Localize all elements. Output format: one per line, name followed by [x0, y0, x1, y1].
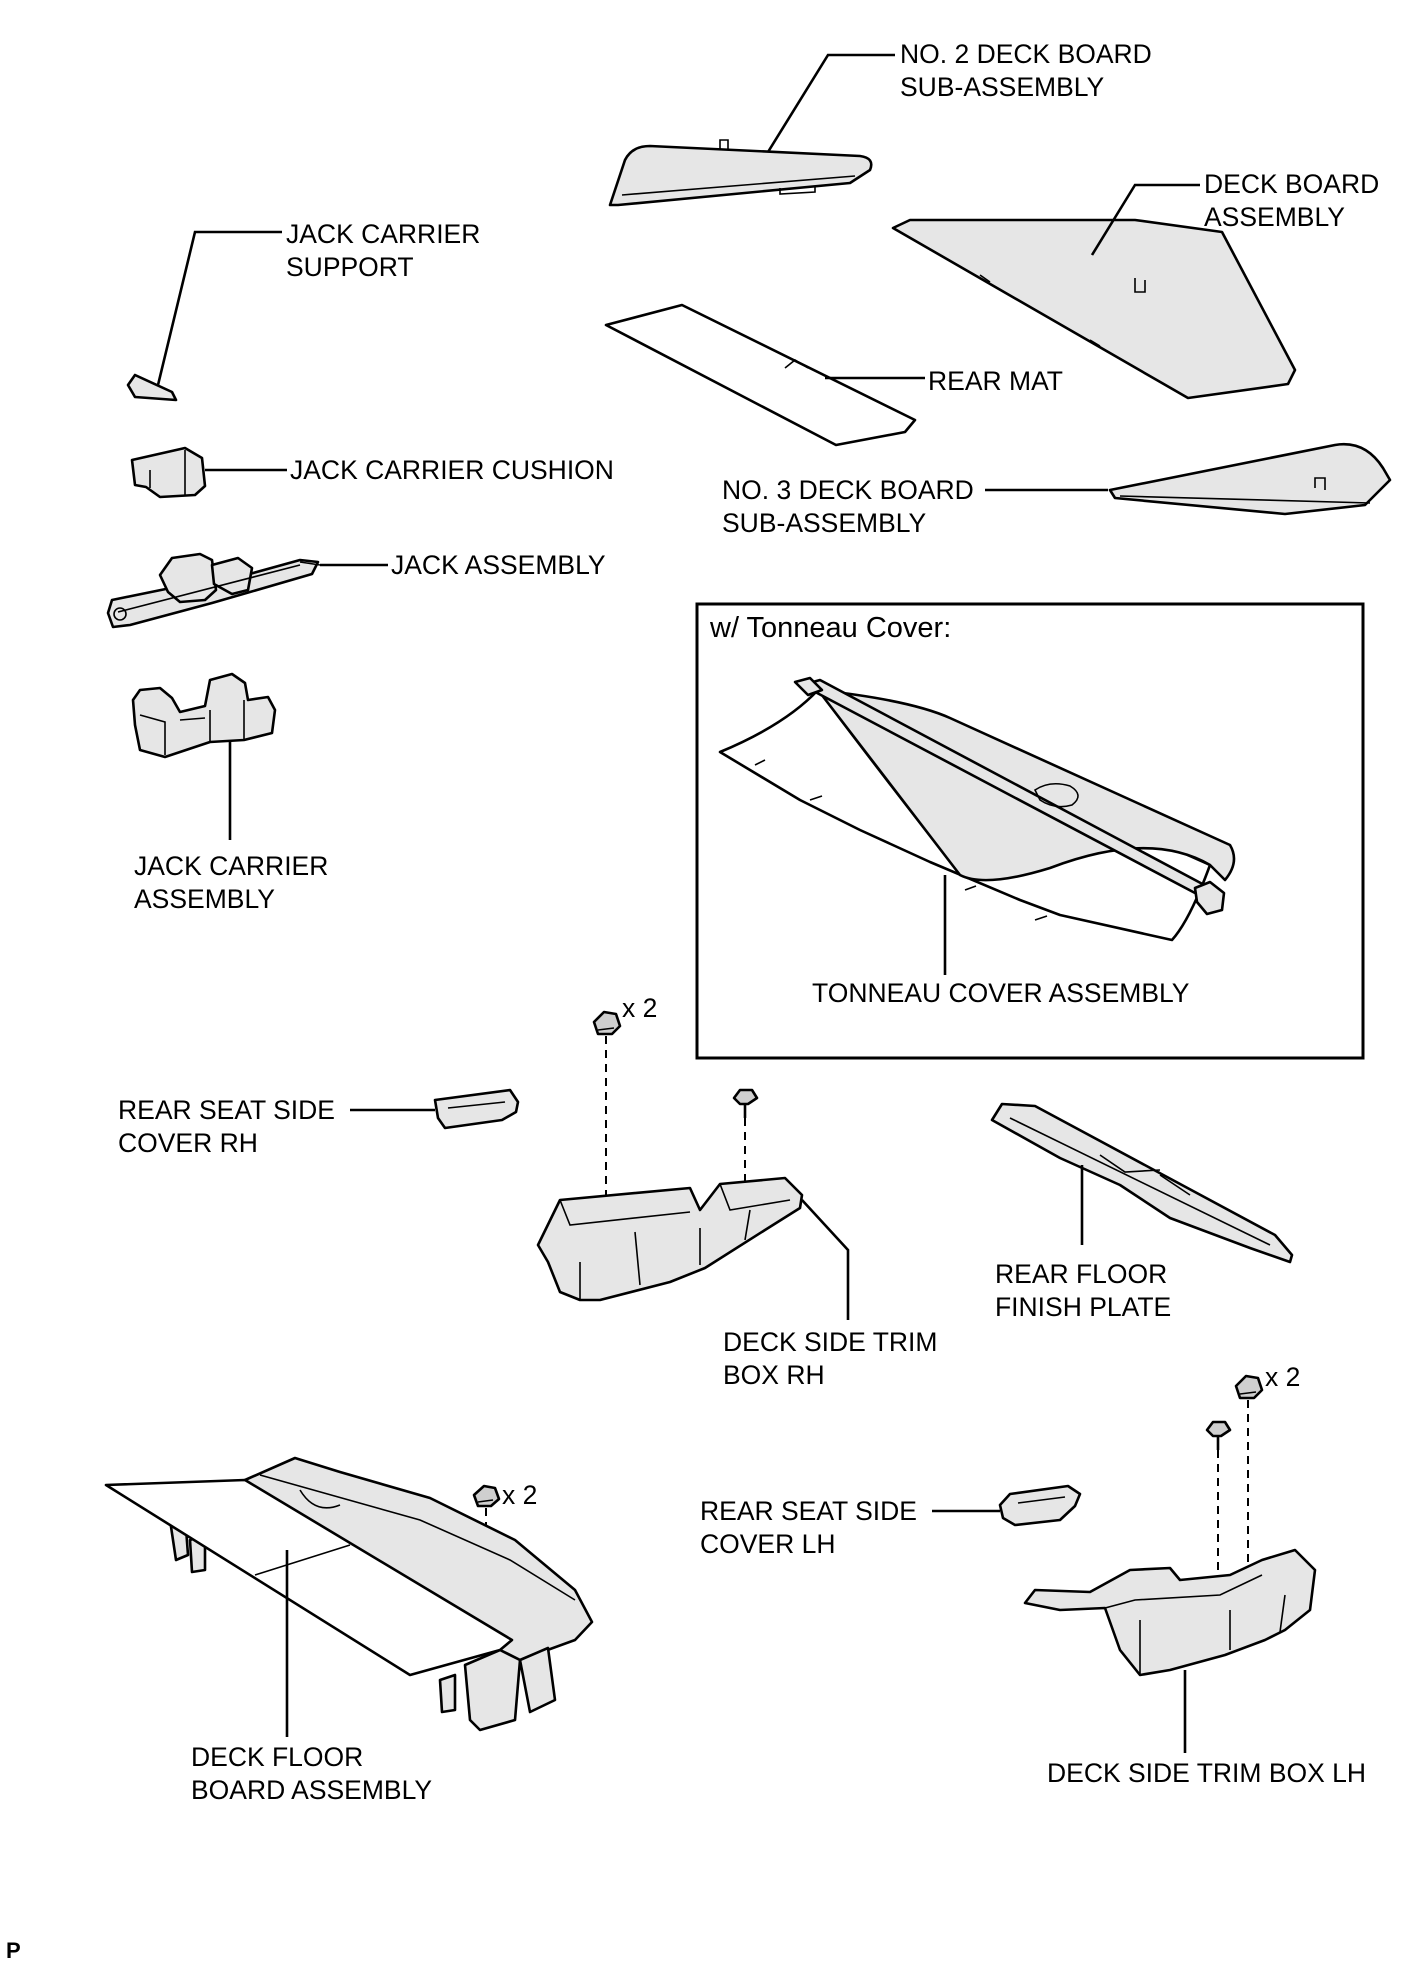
jack-carrier-support-leader	[156, 230, 282, 386]
deck-side-trim-box-lh-label: DECK SIDE TRIM BOX LH	[1047, 1758, 1366, 1788]
rear-mat-label: REAR MAT	[928, 366, 1063, 396]
rear-floor-finish-plate-label-2: FINISH PLATE	[995, 1292, 1171, 1322]
jack-assembly-part	[106, 552, 321, 629]
deck-side-trim-box-rh-leader	[801, 1199, 850, 1320]
jack-carrier-support-part	[126, 373, 178, 402]
deck-floor-board-assembly-label-2: BOARD ASSEMBLY	[191, 1775, 432, 1805]
page-marker: P	[6, 1938, 21, 1963]
deck-side-trim-box-rh-label-1: DECK SIDE TRIM	[723, 1327, 937, 1357]
clip-nut-icon	[472, 1484, 501, 1508]
tonneau-cover-assembly-label: TONNEAU COVER ASSEMBLY	[812, 978, 1190, 1008]
jack-carrier-assembly-part	[131, 672, 277, 759]
jack-carrier-assembly-label-1: JACK CARRIER	[134, 851, 328, 881]
no3-deck-board-label-2: SUB-ASSEMBLY	[722, 508, 927, 538]
deck-side-trim-box-rh-part	[536, 1176, 804, 1302]
clip-nut-icon	[592, 1010, 622, 1036]
tonneau-cover-box	[695, 602, 1365, 1060]
deck-board-assembly-leader	[1090, 183, 1200, 256]
jack-assembly-label: JACK ASSEMBLY	[391, 550, 606, 580]
no2-deck-board-part	[608, 139, 873, 207]
rear-seat-side-cover-rh-label-1: REAR SEAT SIDE	[118, 1095, 335, 1125]
deck-floor-board-assembly-label-1: DECK FLOOR	[191, 1742, 363, 1772]
clip-nut-icon	[1234, 1374, 1264, 1400]
rear-floor-finish-plate-label-1: REAR FLOOR	[995, 1259, 1167, 1289]
jack-carrier-assembly-label-2: ASSEMBLY	[134, 884, 275, 914]
qty-x2-floor-board: x 2	[502, 1480, 537, 1510]
rear-seat-side-cover-lh-label-2: COVER LH	[700, 1529, 835, 1559]
no2-deck-board-label-1: NO. 2 DECK BOARD	[900, 39, 1152, 69]
deck-side-trim-box-rh-label-2: BOX RH	[723, 1360, 825, 1390]
rear-seat-side-cover-lh-part	[998, 1484, 1082, 1527]
deck-board-assembly-label-1: DECK BOARD	[1204, 169, 1379, 199]
qty-x2-rh-box: x 2	[622, 993, 657, 1023]
deck-side-trim-box-lh-part	[1023, 1548, 1317, 1677]
screw-icon	[732, 1088, 759, 1118]
jack-carrier-support-label-2: SUPPORT	[286, 252, 414, 282]
no3-deck-board-label-1: NO. 3 DECK BOARD	[722, 475, 974, 505]
qty-x2-lh-box: x 2	[1265, 1362, 1300, 1392]
jack-carrier-cushion-label: JACK CARRIER CUSHION	[290, 455, 614, 485]
no2-deck-board-label-2: SUB-ASSEMBLY	[900, 72, 1105, 102]
rear-seat-side-cover-rh-part	[433, 1088, 520, 1130]
jack-carrier-support-label-1: JACK CARRIER	[286, 219, 480, 249]
no2-deck-board-leader	[766, 53, 895, 153]
deck-board-assembly-label-2: ASSEMBLY	[1204, 202, 1345, 232]
rear-mat-part	[604, 303, 917, 447]
deck-floor-board-assembly-part	[104, 1456, 594, 1732]
rear-seat-side-cover-rh-label-2: COVER RH	[118, 1128, 258, 1158]
tonneau-box-title: w/ Tonneau Cover:	[709, 612, 951, 644]
deck-board-assembly-part	[891, 218, 1297, 400]
jack-carrier-cushion-part	[130, 446, 207, 499]
tonneau-cover-part	[718, 676, 1236, 942]
rear-floor-finish-plate-part	[990, 1102, 1294, 1264]
screw-icon	[1205, 1420, 1232, 1450]
no3-deck-board-part	[1108, 442, 1392, 516]
rear-seat-side-cover-lh-label-1: REAR SEAT SIDE	[700, 1496, 917, 1526]
